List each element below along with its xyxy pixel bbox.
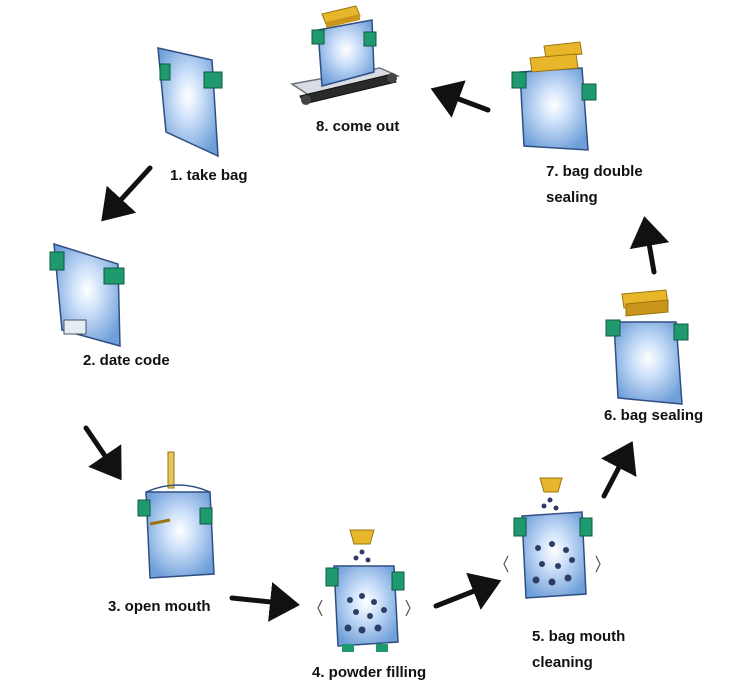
cleaning-bag-icon bbox=[503, 477, 601, 599]
filling-bag-icon bbox=[317, 529, 411, 652]
opened-bag-icon bbox=[137, 451, 215, 579]
coded-bag-icon bbox=[49, 242, 125, 347]
flat-bag-icon bbox=[157, 47, 223, 158]
step-2-label: 2. date code bbox=[83, 352, 170, 369]
step-5-label-line1: 5. bag mouth bbox=[532, 628, 626, 645]
step-7-label-line1: 7. bag double bbox=[546, 163, 643, 180]
arrow-6-to-7 bbox=[629, 216, 670, 275]
sealing-bag-icon bbox=[605, 289, 689, 405]
step-7-label-line2: sealing bbox=[546, 189, 598, 206]
step-3-label: 3. open mouth bbox=[108, 598, 211, 615]
arrow-7-to-8 bbox=[430, 80, 491, 118]
step-5-label-line2: cleaning bbox=[532, 654, 593, 671]
double-sealing-bag-icon bbox=[511, 41, 597, 151]
step-6-label: 6. bag sealing bbox=[604, 407, 704, 424]
step-1-label: 1. take bag bbox=[170, 167, 248, 184]
step-8-label: 8. come out bbox=[316, 118, 400, 135]
arrow-1-to-2 bbox=[101, 165, 153, 222]
arrow-2-to-3 bbox=[83, 425, 122, 481]
arrow-5-to-6 bbox=[601, 441, 637, 499]
arrow-4-to-5 bbox=[433, 572, 502, 610]
conveyor-output-icon bbox=[290, 5, 401, 105]
flow-arrows bbox=[83, 80, 670, 622]
arrow-3-to-4 bbox=[229, 582, 300, 622]
step-4-label: 4. powder filling bbox=[312, 664, 427, 681]
